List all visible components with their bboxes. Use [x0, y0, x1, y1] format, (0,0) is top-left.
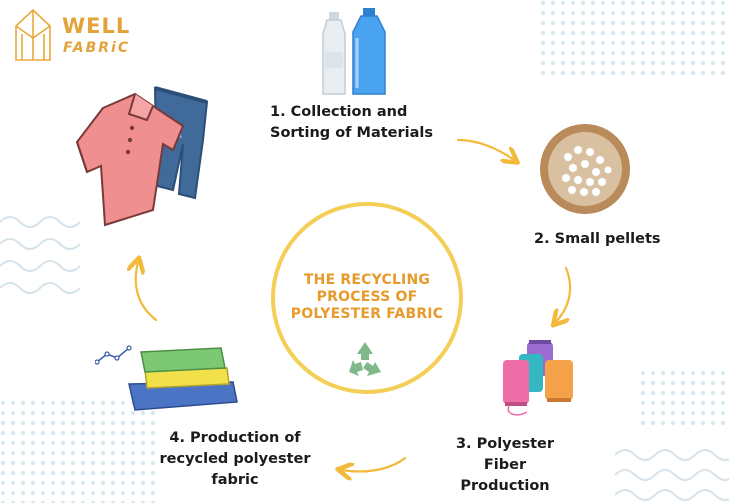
step-1-label: 1. Collection and Sorting of Materials	[270, 102, 433, 144]
dot-pattern-right	[640, 370, 729, 430]
step-4-line-2: recycled polyester	[159, 451, 311, 467]
pink-spool-icon	[503, 360, 529, 406]
step-3-line-1: 3. Polyester Fiber	[455, 436, 555, 473]
arrow-3-to-4	[342, 456, 407, 472]
clothes-icon	[75, 86, 209, 227]
step-3-label: 3. Polyester Fiber Production	[435, 434, 575, 497]
wave-lines-left	[0, 216, 81, 294]
arrow-1-to-2	[456, 138, 514, 160]
arrow-2-to-3	[556, 266, 572, 322]
step-3-line-2: Production	[460, 478, 550, 494]
center-title-line-3: POLYESTER FABRIC	[290, 306, 444, 322]
center-title: THE RECYCLING PROCESS OF POLYESTER FABRI…	[279, 272, 455, 323]
dot-pattern-top-right	[540, 0, 729, 75]
blue-bottle-icon	[352, 8, 386, 95]
pink-shirt-icon	[75, 92, 185, 227]
logo-mark-icon	[15, 8, 51, 61]
center-title-line-2: PROCESS OF	[316, 289, 418, 305]
pellets-bowl-icon	[540, 124, 630, 214]
step-4-label: 4. Production of recycled polyester fabr…	[150, 428, 320, 491]
dot-pattern-bottom-left	[0, 400, 160, 503]
wave-lines-right	[614, 449, 729, 501]
logo: WELL FABRiC	[10, 6, 140, 66]
recycle-icon	[349, 342, 381, 376]
center-circle	[271, 202, 463, 394]
folded-fabrics-icon	[95, 345, 238, 411]
step-2-line-1: 2. Small pellets	[534, 231, 661, 247]
step-2-label: 2. Small pellets	[534, 229, 661, 250]
orange-spool-icon	[545, 360, 573, 402]
arrow-4-to-start	[136, 262, 158, 322]
clear-bottle-icon	[322, 12, 346, 95]
step-4-line-3: fabric	[211, 472, 259, 488]
step-1-line-1: 1. Collection and	[270, 104, 408, 120]
logo-text-well: WELL	[62, 14, 131, 38]
step-1-line-2: Sorting of Materials	[270, 125, 434, 141]
step-4-line-1: 4. Production of	[169, 430, 301, 446]
green-fabric-icon	[140, 347, 226, 373]
center-title-line-1: THE RECYCLING	[303, 272, 431, 288]
trend-line-icon	[96, 347, 130, 363]
logo-text-fabric: FABRiC	[63, 40, 131, 56]
plastic-bottles-icon	[322, 8, 386, 95]
thread-spools-icon	[503, 340, 573, 416]
